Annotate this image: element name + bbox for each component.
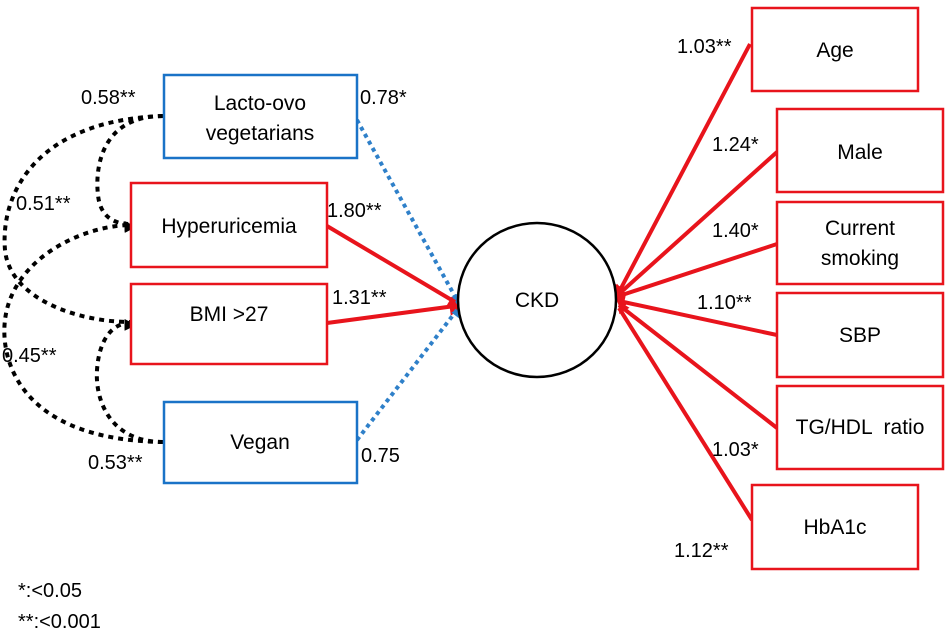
coef-vegan-ckd: 0.75 (361, 445, 400, 467)
node-tg-label: TG/HDL ratio (796, 416, 925, 439)
node-male-label: Male (837, 141, 883, 164)
node-bmi: BMI >27 (129, 282, 329, 366)
coef-tg: 1.03* (712, 439, 759, 461)
coef-smoke: 1.40* (712, 220, 759, 242)
coef-vegan-bmi: 0.53** (88, 452, 143, 474)
coef-lacto-bmi: 0.51** (16, 193, 71, 215)
corr-lacto-bmi (2, 114, 164, 330)
coef-lacto-ckd: 0.78* (360, 87, 407, 109)
corr-lacto-hyper (95, 114, 164, 232)
coef-hyper-ckd: 1.80** (327, 200, 382, 222)
node-age-label: Age (816, 39, 853, 62)
node-vegan: Vegan (162, 400, 359, 485)
node-ckd: CKD (456, 221, 618, 379)
node-hyperuricemia: Hyperuricemia (129, 181, 329, 269)
path-vegan-ckd (355, 307, 463, 442)
node-hyper-label: Hyperuricemia (161, 215, 297, 238)
node-vegan-label: Vegan (230, 431, 290, 454)
node-lacto-label-line1: Lacto-ovo (214, 92, 306, 115)
node-bmi-label: BMI >27 (190, 303, 269, 326)
node-hba1c: HbA1c (750, 483, 920, 571)
node-sbp: SBP (775, 291, 945, 379)
node-hba1c-label: HbA1c (803, 516, 866, 539)
node-sbp-label: SBP (839, 324, 881, 347)
node-lacto-label-line2: vegetarians (206, 122, 315, 145)
path-hba1c-ckd (617, 300, 754, 522)
node-age: Age (750, 6, 920, 93)
node-ckd-label: CKD (515, 289, 559, 312)
coef-sbp: 1.10** (697, 292, 752, 314)
node-smoking-label-line1: Current (825, 217, 895, 240)
path-age-ckd (613, 43, 752, 297)
coef-vegan-hyper: 0.45** (2, 345, 57, 367)
path-bmi-ckd (326, 303, 462, 325)
node-male: Male (775, 107, 945, 194)
path-tg-ckd (615, 298, 779, 430)
path-lacto-ckd (355, 119, 459, 306)
coef-bmi-ckd: 1.31** (332, 287, 387, 309)
node-lacto-ovo: Lacto-ovo vegetarians (162, 73, 359, 160)
node-tg-hdl: TG/HDL ratio (775, 384, 945, 471)
legend-significance-1: *:<0.05 (18, 580, 82, 602)
node-smoking-label-line2: smoking (821, 247, 899, 270)
path-hyper-ckd (325, 224, 460, 308)
path-smoke-ckd (611, 242, 778, 298)
coef-age: 1.03** (677, 36, 732, 58)
path-male-ckd (612, 150, 779, 297)
node-smoking: Current smoking (775, 200, 945, 286)
path-sbp-ckd (613, 293, 778, 337)
coef-lacto-hyper: 0.58** (81, 87, 136, 109)
corr-vegan-hyper (2, 222, 164, 444)
legend-significance-2: **:<0.001 (18, 611, 101, 633)
coef-hba1c: 1.12** (674, 540, 729, 562)
coef-male: 1.24* (712, 134, 759, 156)
